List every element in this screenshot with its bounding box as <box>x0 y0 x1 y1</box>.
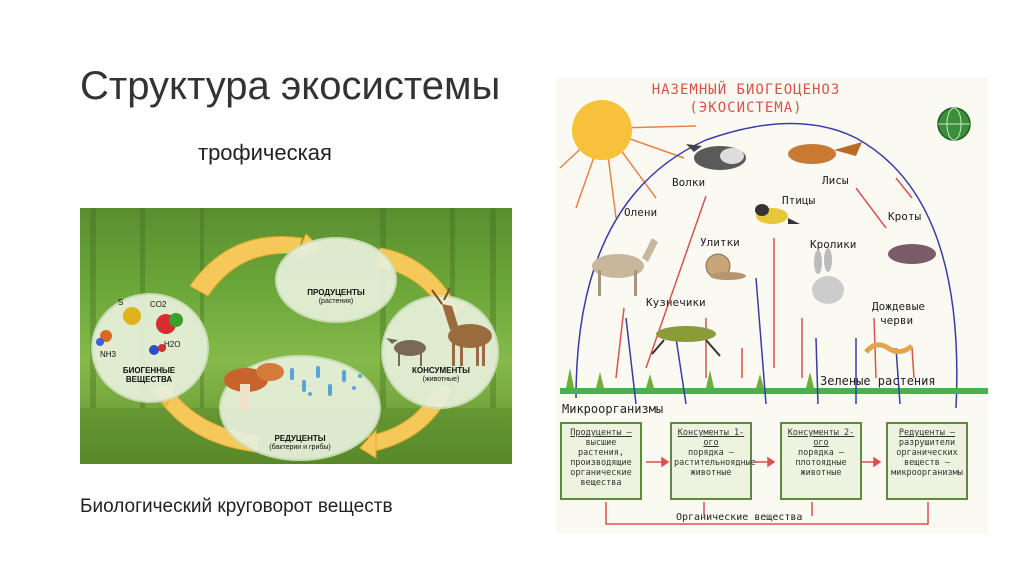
wolf-illustration <box>686 144 746 170</box>
fox-illustration <box>788 142 862 164</box>
grass <box>566 368 814 388</box>
ecosystem-diagram: НАЗЕМНЫЙ БИОГЕОЦЕНОЗ (ЭКОСИСТЕМА) <box>556 78 988 534</box>
label-moles: Кроты <box>888 210 922 223</box>
label-worms-1: Дождевые <box>872 300 925 313</box>
globe-icon <box>937 107 971 141</box>
label-foxes: Лисы <box>822 174 849 187</box>
nh3-label: NH3 <box>100 350 117 359</box>
biological-cycle-figure: ПРОДУЦЕНТЫ (растения) КОНСУМЕНТЫ (животн… <box>80 208 512 464</box>
biogenic-label: БИОГЕННЫЕ ВЕЩЕСТВА <box>122 366 176 384</box>
label-grasshoppers: Кузнечики <box>646 296 706 309</box>
deer-illustration <box>431 287 492 366</box>
box-flow-arrows <box>605 456 929 525</box>
sun-icon <box>559 100 697 219</box>
eco-title-line2: (ЭКОСИСТЕМА) <box>689 100 803 116</box>
cycle-caption: Биологический круговорот веществ <box>80 496 393 517</box>
bacteria-illustration <box>290 366 362 396</box>
label-rabbits: Кролики <box>810 238 857 251</box>
wolf-illustration <box>386 338 426 366</box>
h2o-label: H2O <box>164 340 181 349</box>
snail-illustration <box>705 253 746 280</box>
cycle-graphics <box>80 208 512 464</box>
label-organic: Органические вещества <box>676 512 803 523</box>
decomposers-label: РЕДУЦЕНТЫ (бактерии и грибы) <box>269 434 331 451</box>
box-decomposers: Редуценты –разрушители органических веще… <box>886 422 968 500</box>
label-snails: Улитки <box>700 236 740 249</box>
label-deer: Олени <box>624 206 658 219</box>
bird-illustration <box>755 204 800 224</box>
worm-illustration <box>864 342 914 354</box>
slide-subtitle: трофическая <box>198 140 332 165</box>
rabbit-illustration <box>812 248 844 304</box>
label-microorganisms: Микроорганизмы <box>562 402 664 416</box>
producers-label: ПРОДУЦЕНТЫ (растения) <box>307 288 365 305</box>
eco-title-line1: НАЗЕМНЫЙ БИОГЕОЦЕНОЗ <box>651 82 841 98</box>
eco-graphics <box>559 100 988 525</box>
mushroom-illustration <box>224 363 284 410</box>
molecules-group <box>96 307 183 355</box>
co2-label: CO2 <box>150 300 167 309</box>
box-producers: Продуценты –высшие растения, производящи… <box>560 422 642 500</box>
mole-illustration <box>888 244 936 264</box>
slide-title: Структура экосистемы <box>80 64 501 108</box>
grasshopper-illustration <box>651 326 721 357</box>
deer-illustration <box>592 238 658 296</box>
label-green-plants: Зеленые растения <box>820 374 936 388</box>
label-wolves: Волки <box>672 176 706 189</box>
label-birds: Птицы <box>782 194 816 207</box>
ground-line <box>560 388 988 394</box>
consumers-circle <box>381 295 499 409</box>
blue-arrows <box>625 277 901 405</box>
consumers-label: КОНСУМЕНТЫ (животные) <box>411 366 471 383</box>
sulfur-label: S <box>118 298 124 307</box>
red-arrows <box>615 177 915 379</box>
producers-circle <box>275 237 397 323</box>
label-worms-2: черви <box>880 314 914 327</box>
